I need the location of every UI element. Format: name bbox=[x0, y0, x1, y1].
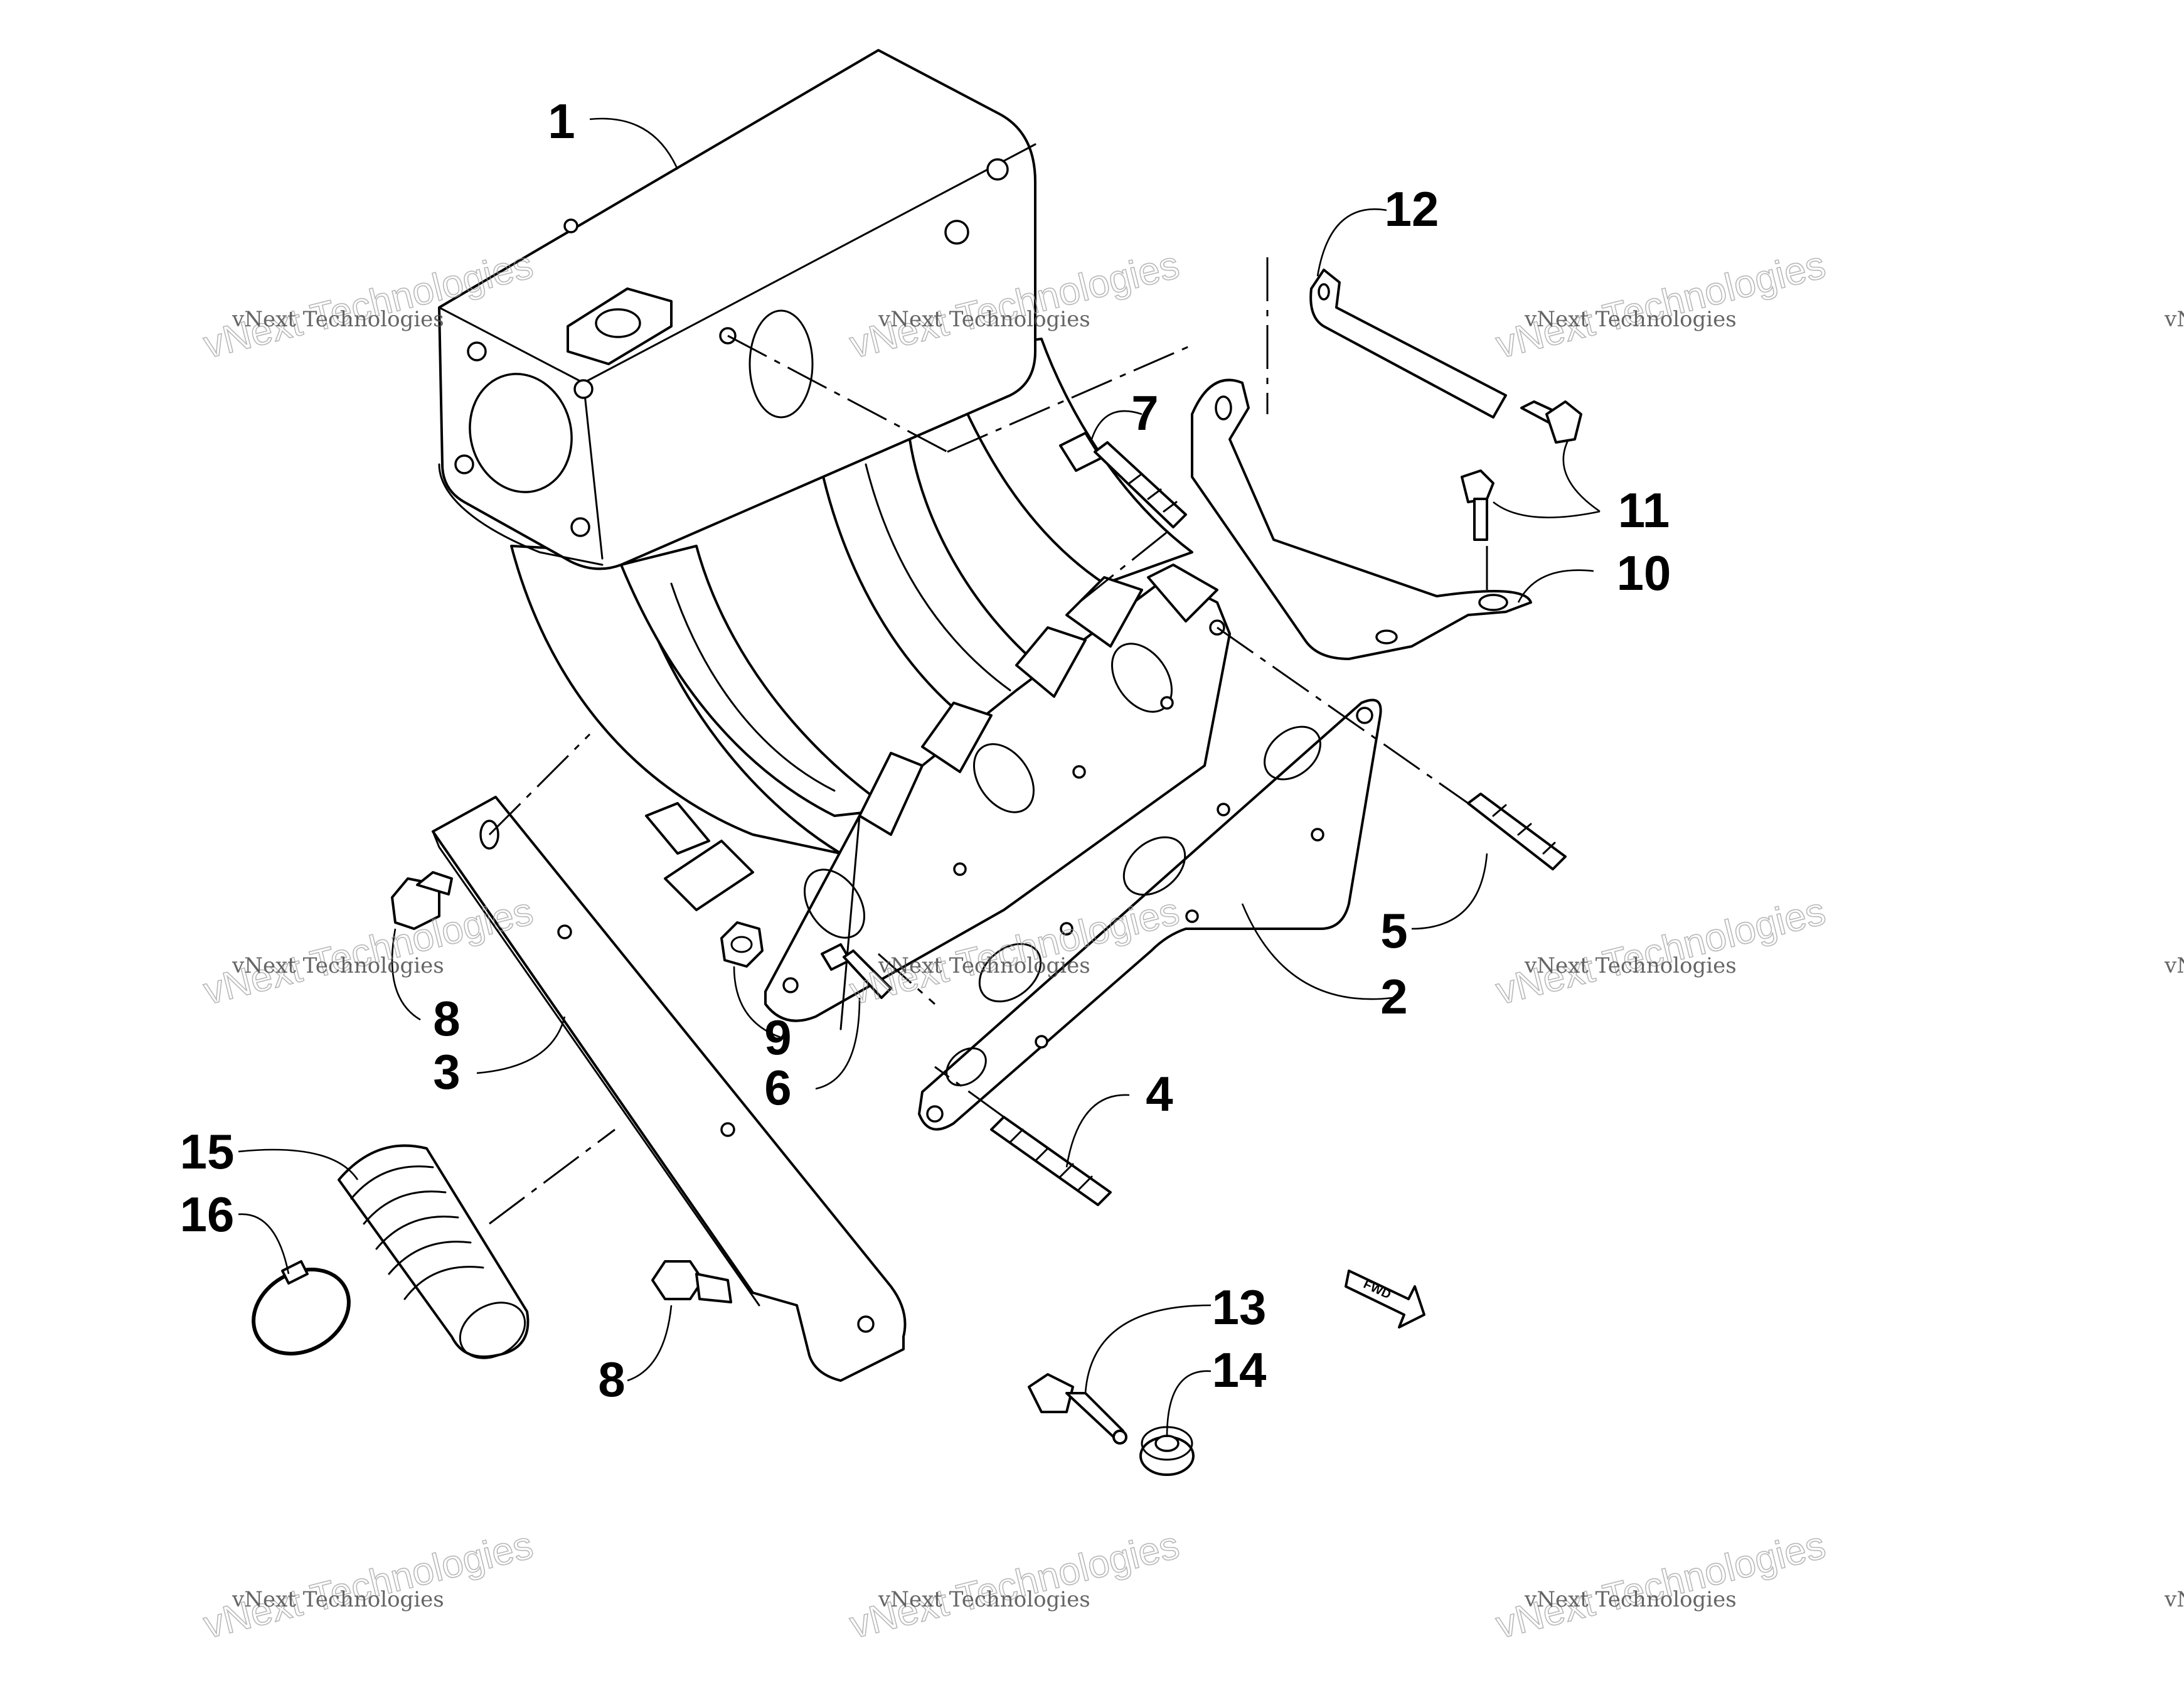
part-3-bracket bbox=[432, 796, 907, 1382]
svg-text:vNext Technologies: vNext Technologies bbox=[2164, 1587, 2184, 1612]
part-9-nut bbox=[720, 921, 764, 968]
callout-6: 6 bbox=[764, 1060, 791, 1115]
callout-10: 10 bbox=[1617, 545, 1671, 601]
svg-text:vNext Technologies: vNext Technologies bbox=[232, 1587, 444, 1612]
watermark: vNext Technologies vNext Technologies bbox=[199, 889, 538, 1014]
svg-text:vNext Technologies: vNext Technologies bbox=[1492, 889, 1830, 1013]
part-8-bolt-lower bbox=[651, 1260, 732, 1303]
svg-text:vNext Technologies: vNext Technologies bbox=[1524, 1587, 1737, 1612]
svg-text:vNext Technologies: vNext Technologies bbox=[1492, 1523, 1830, 1647]
exhaust-flange-block bbox=[645, 564, 1231, 1030]
svg-text:vNext Technologies: vNext Technologies bbox=[232, 307, 444, 332]
callout-8a: 8 bbox=[433, 991, 460, 1046]
callout-12: 12 bbox=[1385, 181, 1439, 237]
callout-16: 16 bbox=[180, 1187, 235, 1242]
callout-4: 4 bbox=[1146, 1066, 1173, 1121]
svg-text:vNext Technologies: vNext Technologies bbox=[878, 953, 1090, 978]
part-2-gasket bbox=[918, 698, 1382, 1131]
callout-2: 2 bbox=[1380, 969, 1407, 1024]
part-16-clamp bbox=[252, 1260, 351, 1355]
part-6-bolt bbox=[821, 943, 892, 999]
part-10-bracket bbox=[1191, 378, 1532, 660]
svg-text:vNext Technologies: vNext Technologies bbox=[1524, 307, 1737, 332]
watermark-edge: vNext Technologies bbox=[2164, 1587, 2184, 1612]
svg-text:vNext Technologies: vNext Technologies bbox=[200, 1523, 537, 1647]
svg-text:vNext Technologies: vNext Technologies bbox=[232, 953, 444, 978]
part-8-bolt-upper bbox=[391, 871, 453, 930]
part-1-manifold bbox=[438, 49, 1193, 855]
part-12-strap bbox=[1309, 269, 1507, 419]
watermark-edge: vNext Technologies bbox=[2164, 307, 2184, 332]
part-11-bolt-b bbox=[1461, 469, 1494, 541]
part-4-stud bbox=[990, 1116, 1112, 1206]
part-5-stud bbox=[1467, 793, 1567, 870]
watermark: vNext Technologies vNext Technologies bbox=[845, 1523, 1184, 1648]
callout-15: 15 bbox=[180, 1124, 235, 1179]
callout-9: 9 bbox=[764, 1010, 791, 1065]
callout-11: 11 bbox=[1618, 483, 1670, 538]
fwd-arrow-icon: FWD bbox=[1345, 1270, 1425, 1329]
svg-text:vNext Technologies: vNext Technologies bbox=[200, 889, 537, 1013]
part-11-bolt-a bbox=[1520, 400, 1582, 444]
callout-numbers: 1 2 3 4 5 6 7 8 8 9 10 11 12 13 14 15 16 bbox=[180, 94, 1671, 1407]
watermark-edge: vNext Technologies bbox=[2164, 953, 2184, 978]
callout-14: 14 bbox=[1212, 1342, 1267, 1398]
watermark: vNext Technologies vNext Technologies bbox=[1491, 889, 1830, 1014]
svg-text:vNext Technologies: vNext Technologies bbox=[846, 1523, 1183, 1647]
svg-text:vNext Technologies: vNext Technologies bbox=[878, 307, 1090, 332]
svg-text:vNext Technologies: vNext Technologies bbox=[1524, 953, 1737, 978]
callout-1: 1 bbox=[548, 94, 575, 149]
svg-text:vNext Technologies: vNext Technologies bbox=[2164, 953, 2184, 978]
callout-8b: 8 bbox=[598, 1352, 625, 1407]
part-15-hose bbox=[338, 1144, 530, 1359]
leader-lines bbox=[238, 117, 1601, 1438]
callout-5: 5 bbox=[1380, 903, 1407, 958]
callout-7: 7 bbox=[1131, 385, 1158, 441]
part-13-sensor bbox=[1028, 1373, 1127, 1445]
watermark: vNext Technologies vNext Technologies bbox=[199, 1523, 538, 1648]
callout-3: 3 bbox=[433, 1044, 460, 1099]
part-7-bolt bbox=[1059, 432, 1187, 528]
svg-text:vNext Technologies: vNext Technologies bbox=[878, 1587, 1090, 1612]
svg-text:vNext Technologies: vNext Technologies bbox=[1492, 243, 1830, 366]
svg-text:vNext Technologies: vNext Technologies bbox=[2164, 307, 2184, 332]
callout-13: 13 bbox=[1212, 1280, 1267, 1335]
watermark: vNext Technologies vNext Technologies bbox=[1491, 243, 1830, 368]
center-lines bbox=[488, 257, 1488, 1225]
watermark: vNext Technologies vNext Technologies bbox=[1491, 1523, 1830, 1648]
